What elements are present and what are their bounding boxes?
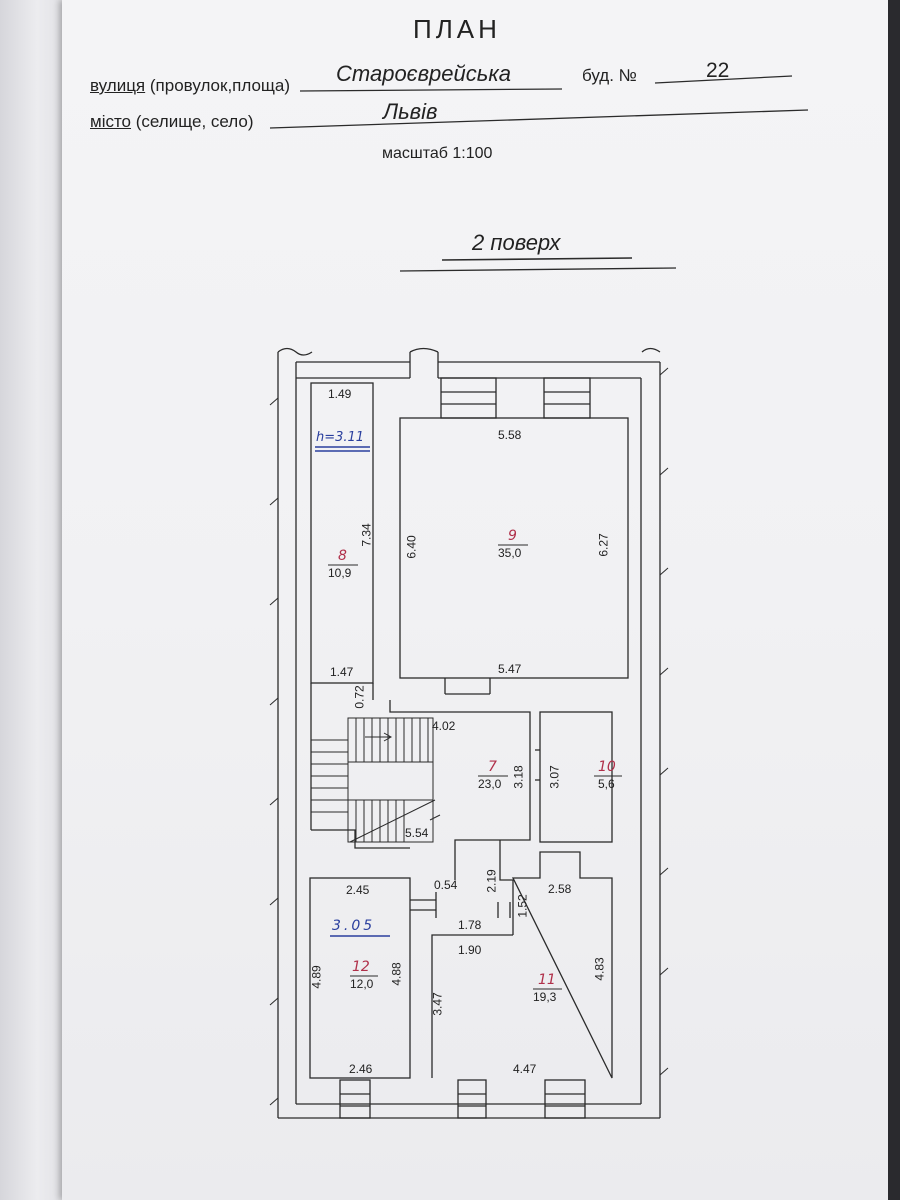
dimension-label: 2.45 <box>346 883 370 897</box>
dimension-label: 1.49 <box>328 387 352 401</box>
room-7-area: 23,0 <box>478 777 502 791</box>
dimension-label: 4.83 <box>592 957 607 981</box>
room-11-area: 19,3 <box>533 990 557 1004</box>
dimension-label: 4.88 <box>389 962 404 986</box>
window-top-2 <box>543 377 591 419</box>
dimension-label: 6.40 <box>404 535 419 559</box>
city-underline <box>269 109 809 129</box>
dimension-label: 5.54 <box>405 826 429 840</box>
city-label-rest: (селище, село) <box>131 112 254 131</box>
room-9-number: 9 <box>508 528 517 544</box>
dimension-label: 4.02 <box>432 719 456 733</box>
room-8-outline <box>310 382 374 684</box>
underlying-sheet <box>0 0 62 1200</box>
city-label-underlined: місто <box>90 112 132 131</box>
building-label: буд. № <box>582 66 637 85</box>
building-underline <box>654 75 793 84</box>
room-10-area: 5,6 <box>598 777 615 791</box>
dimension-label: 2.46 <box>349 1062 373 1076</box>
dimension-label: 2.58 <box>548 882 572 896</box>
dimension-label: 5.58 <box>498 428 522 442</box>
building-value: 22 <box>706 59 730 82</box>
ceiling-height-note-bottom: 3.05 <box>332 918 376 934</box>
city-value: Львів <box>383 99 438 124</box>
room-10-outline <box>539 711 613 843</box>
dimension-label: 1.52 <box>515 894 530 918</box>
street-label: вулиця (провулок,площа) <box>90 76 290 96</box>
window-bottom-3 <box>544 1079 586 1119</box>
dimension-label: 6.27 <box>596 533 611 557</box>
dimension-label: 4.47 <box>513 1062 537 1076</box>
dimension-label: 7.34 <box>359 523 374 547</box>
room-11-outline <box>431 851 613 1079</box>
room-12-number: 12 <box>352 959 370 975</box>
floor-title-underline-2 <box>399 267 677 272</box>
scale-label: масштаб 1:100 <box>382 145 493 162</box>
floor-title: 2 поверх <box>472 230 561 255</box>
street-underline <box>299 88 563 92</box>
window-bottom-2 <box>457 1079 487 1119</box>
background-edge <box>888 0 900 1200</box>
room-7-number: 7 <box>488 759 497 775</box>
room-10-number: 10 <box>598 759 616 775</box>
dimension-label: 2.19 <box>484 869 499 893</box>
dimension-label: 4.89 <box>309 965 324 989</box>
dimension-label: 1.47 <box>330 665 354 679</box>
room-11-number: 11 <box>538 972 556 988</box>
floor-title-underline-1 <box>441 257 633 261</box>
room-8-area: 10,9 <box>328 566 352 580</box>
dimension-label: 1.90 <box>458 943 482 957</box>
dimension-label: 1.78 <box>458 918 482 932</box>
city-label: місто (селище, село) <box>90 112 254 132</box>
window-bottom-1 <box>339 1079 371 1119</box>
room-number-bars <box>328 544 622 990</box>
room-12-area: 12,0 <box>350 977 374 991</box>
street-label-underlined: вулиця <box>90 76 146 95</box>
ceiling-height-note-top: h=3.11 <box>316 430 365 445</box>
plan-sheet <box>62 0 888 1200</box>
street-value: Староєврейська <box>336 61 511 86</box>
dimension-label: 3.07 <box>547 765 562 789</box>
room-12-outline <box>309 877 411 1079</box>
plan-title: ПЛАН <box>413 14 501 44</box>
room-9-area: 35,0 <box>498 546 522 560</box>
dimension-label: 0.54 <box>434 878 458 892</box>
dimension-label: 3.47 <box>430 992 445 1016</box>
window-top-1 <box>440 377 497 419</box>
room-8-number: 8 <box>338 548 347 564</box>
street-label-rest: (провулок,площа) <box>145 76 291 95</box>
dimension-label: 5.47 <box>498 662 522 676</box>
staircase <box>311 717 441 843</box>
dimension-label: 3.18 <box>511 765 526 789</box>
dimension-label: 0.72 <box>352 685 367 709</box>
room-9-outline <box>399 417 629 679</box>
